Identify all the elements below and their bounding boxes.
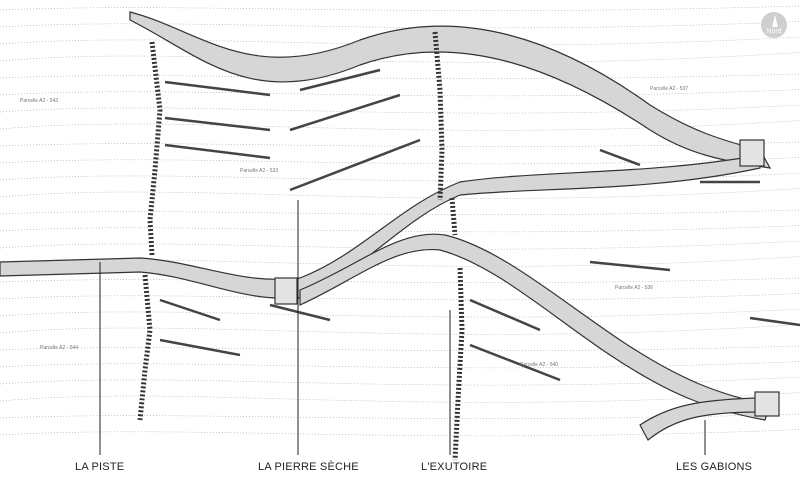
north-label: Nord xyxy=(766,28,782,35)
contour-line xyxy=(0,345,800,351)
contour-line xyxy=(0,413,800,419)
wall-center-mid xyxy=(449,197,458,236)
leader-lines xyxy=(99,200,706,455)
parcel-label: Parcelle A2 - 540 xyxy=(520,362,559,368)
wall-left-lower xyxy=(137,274,153,421)
gabion-structures xyxy=(274,139,780,417)
contour-line xyxy=(0,52,800,63)
contour-line xyxy=(0,120,800,131)
north-arrow-icon: Nord xyxy=(761,12,787,38)
parcel-label: Parcelle A2 - 536 xyxy=(615,285,654,291)
label-gabions: LES GABIONS xyxy=(676,461,753,473)
road-lower xyxy=(299,233,771,421)
gabion-lower-right xyxy=(754,391,780,417)
contour-line xyxy=(0,225,800,233)
gabion-center xyxy=(274,277,298,305)
gabion-upper-right xyxy=(739,139,765,167)
contour-line xyxy=(0,293,800,301)
contour-line xyxy=(0,5,800,11)
dry-stone-walls xyxy=(137,31,465,461)
contour-line xyxy=(0,188,800,199)
parcel-label: Parcelle A2 - 544 xyxy=(40,345,79,351)
label-pierre-seche: LA PIERRE SÈCHE xyxy=(258,461,359,473)
label-exutoire: L'EXUTOIRE xyxy=(421,461,488,473)
parcel-label: Parcelle A2 - 543 xyxy=(20,98,59,104)
wall-center-lower xyxy=(452,267,465,461)
contour-line xyxy=(0,21,800,29)
parcel-label: Parcelle A2 - 533 xyxy=(240,168,279,174)
contour-line xyxy=(0,277,800,283)
contour-line xyxy=(0,73,800,79)
terrace-lines xyxy=(159,68,800,382)
contour-line xyxy=(0,376,800,386)
contour-line xyxy=(0,392,800,403)
wall-left-upper xyxy=(147,41,163,256)
contour-line xyxy=(0,240,800,250)
contour-line xyxy=(0,157,800,165)
road-upper xyxy=(129,11,772,169)
road-middle xyxy=(0,154,761,300)
contour-line xyxy=(0,104,800,114)
contour-line xyxy=(0,361,800,369)
contour-line xyxy=(0,308,800,318)
contour-line xyxy=(0,429,800,437)
wall-center-upper xyxy=(432,31,445,201)
road-spur xyxy=(639,397,761,441)
parcel-label: Parcelle A2 - 537 xyxy=(650,86,689,92)
contour-line xyxy=(0,36,800,46)
contour-line xyxy=(0,209,800,215)
contour-line xyxy=(0,324,800,335)
road-network xyxy=(0,11,772,441)
label-piste: LA PISTE xyxy=(75,461,125,473)
contour-line xyxy=(0,89,800,97)
contour-line xyxy=(0,141,800,147)
